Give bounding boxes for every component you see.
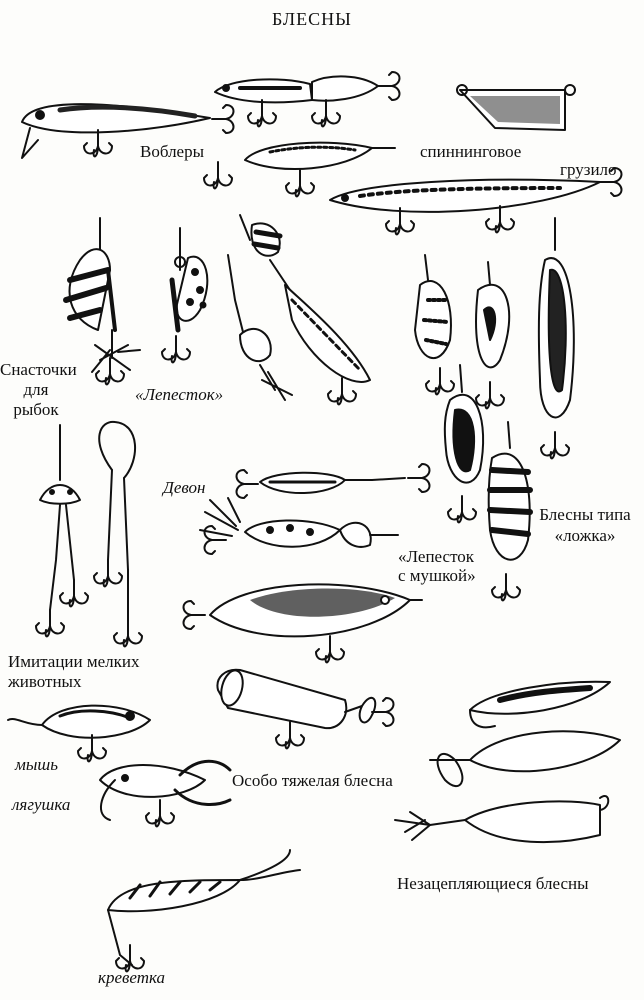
label-spinning-weight-1: спиннинговое	[420, 142, 522, 161]
label-small-animals-2: животных	[8, 672, 82, 691]
spoon-1	[414, 254, 455, 396]
mouse-lure	[7, 704, 151, 763]
page-title: БЛЕСНЫ	[272, 9, 352, 29]
spinner-with-fish	[227, 214, 371, 406]
weedless-3	[394, 795, 610, 844]
spinner-large	[63, 217, 141, 386]
label-fish-rigs-2: для	[23, 380, 49, 399]
animal-rig-2	[93, 420, 143, 648]
label-petal-fly-2: с мушкой»	[398, 566, 476, 585]
label-petal: «Лепесток»	[135, 385, 224, 404]
label-weedless: Незацепляющиеся блесны	[397, 874, 589, 893]
label-spoon-2: «ложка»	[554, 526, 616, 545]
label-fish-rigs-1: Снасточки	[0, 360, 77, 379]
petal-with-fly	[199, 497, 399, 555]
label-spoon-1: Блесны типа	[539, 505, 631, 524]
wobbler-long	[329, 167, 623, 236]
label-petal-fly-1: «Лепесток	[398, 547, 475, 566]
cylinder-lure	[216, 668, 395, 750]
heavy-spoon	[182, 583, 423, 664]
label-mouse: мышь	[15, 755, 58, 774]
wobbler-small	[203, 141, 396, 198]
label-heavy-spoon: Особо тяжелая блесна	[232, 771, 393, 790]
label-small-animals-1: Имитации мелких	[8, 652, 140, 671]
wobbler-jointed	[214, 71, 401, 128]
spoon-3	[537, 217, 575, 460]
shrimp-lure	[107, 849, 301, 973]
label-spinning-weight-2: грузило	[560, 160, 617, 179]
devon-lure	[235, 463, 431, 499]
label-frog: лягушка	[12, 795, 71, 814]
spoon-4	[443, 364, 485, 524]
spoon-5	[487, 421, 533, 602]
spinner-petal	[161, 227, 209, 364]
spinning-sinker	[456, 84, 576, 131]
weedless-1	[469, 680, 611, 729]
frog-lure	[99, 759, 232, 828]
label-devon: Девон	[163, 478, 206, 497]
label-wobblers: Воблеры	[140, 142, 205, 161]
label-shrimp: креветка	[98, 968, 166, 987]
spoon-2	[475, 261, 511, 410]
label-fish-rigs-3: рыбок	[13, 400, 59, 419]
wobbler-large	[21, 103, 235, 159]
weedless-2	[429, 730, 621, 787]
animal-rig-1	[35, 424, 89, 638]
